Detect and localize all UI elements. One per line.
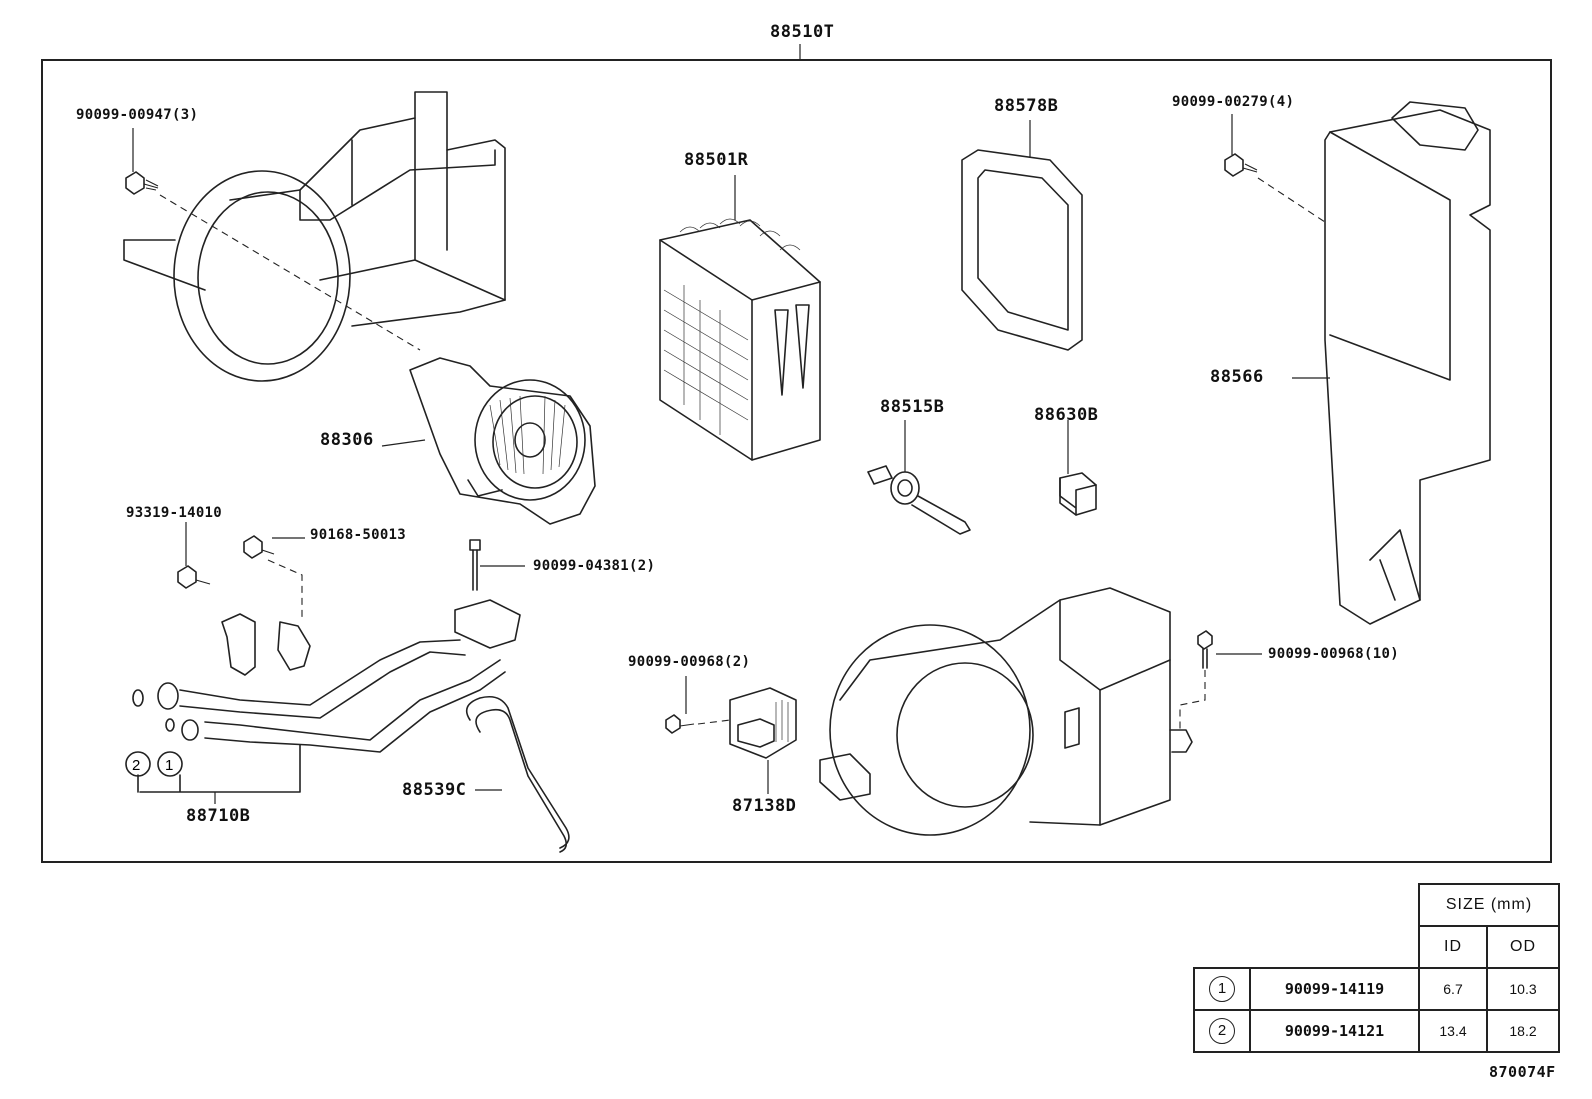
label-93319-14010: 93319-14010 [126,505,223,521]
o-ring-size-table: SIZE (mm) ID OD 1 90099-14119 6.7 10.3 2… [1193,883,1560,1053]
id-header: ID [1418,925,1488,969]
bolt-90099-00279 [1224,153,1258,177]
row-marker: 2 [1209,1018,1235,1044]
row-id: 13.4 [1418,1009,1488,1053]
connector-88630B [1059,472,1097,516]
label-90099-00947: 90099-00947(3) [76,107,199,123]
screw-90168-50013 [243,535,275,559]
row-id: 6.7 [1418,967,1488,1011]
hose-88539C [465,695,570,853]
label-87138D: 87138D [732,796,797,816]
od-header: OD [1486,925,1560,969]
oring-marker-2: 2 [132,757,140,774]
blower-motor-88306 [409,357,596,525]
pipe-88710B [137,599,521,793]
actuator-87138D [729,687,797,759]
row-od: 10.3 [1486,967,1560,1011]
assembly-frame [41,59,1552,863]
oring-markers [125,689,183,777]
label-88539C: 88539C [402,780,467,800]
bolt-90099-00947 [125,171,159,195]
label-88566: 88566 [1210,367,1264,387]
label-90099-00968-10: 90099-00968(10) [1268,646,1399,662]
seal-88578B [961,149,1083,351]
blower-case-upper [123,91,506,382]
table-row: 1 90099-14119 6.7 10.3 [1193,967,1560,1011]
figure-code: 870074F [1489,1063,1556,1081]
label-90168-50013: 90168-50013 [310,527,407,543]
row-part-no: 90099-14121 [1249,1009,1420,1053]
label-88501R: 88501R [684,150,749,170]
label-88306: 88306 [320,430,374,450]
heater-case-lower [819,587,1193,836]
label-88515B: 88515B [880,397,945,417]
row-od: 18.2 [1486,1009,1560,1053]
screw-90099-00968-10 [1197,630,1213,669]
label-88630B: 88630B [1034,405,1099,425]
bolt-90099-04381 [469,539,481,591]
clamp-left [221,613,256,676]
row-part-no: 90099-14119 [1249,967,1420,1011]
assembly-label: 88510T [770,22,835,42]
label-88710B: 88710B [186,806,251,826]
clamp-right [277,621,311,671]
evaporator-88501R [659,218,821,461]
sensor-88515B [867,465,971,535]
label-90099-04381: 90099-04381(2) [533,558,656,574]
duct-88566 [1324,101,1491,625]
size-header: SIZE (mm) [1418,883,1560,927]
screw-90099-00968-2 [665,714,695,734]
label-88578B: 88578B [994,96,1059,116]
oring-marker-1: 1 [165,757,173,774]
label-90099-00279: 90099-00279(4) [1172,94,1295,110]
row-marker: 1 [1209,976,1235,1002]
table-row: 2 90099-14121 13.4 18.2 [1193,1009,1560,1053]
bolt-93319-14010 [177,565,211,589]
label-90099-00968-2: 90099-00968(2) [628,654,751,670]
